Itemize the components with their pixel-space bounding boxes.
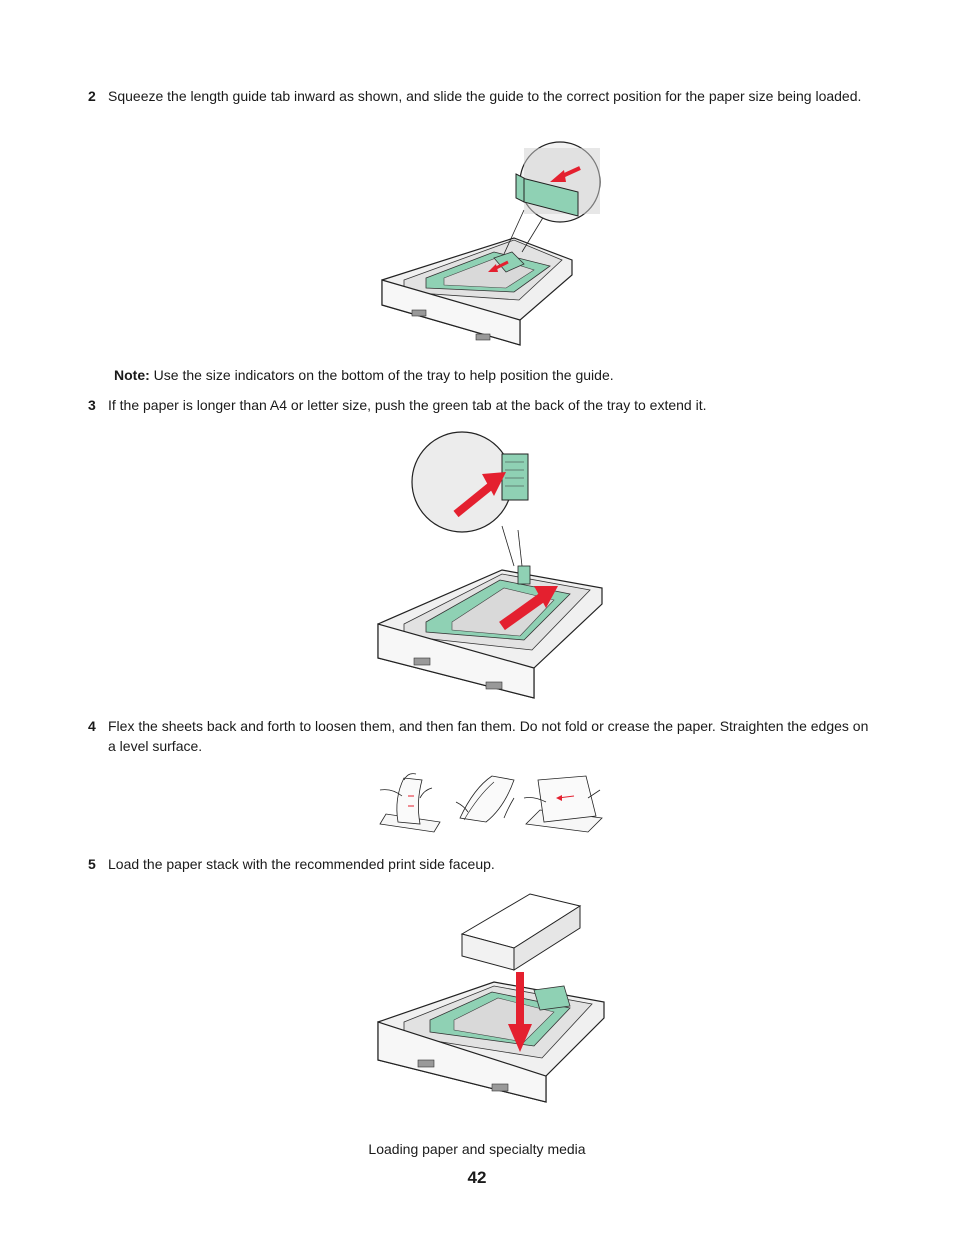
step-2: 2 Squeeze the length guide tab inward as…: [88, 86, 878, 106]
note-text: Use the size indicators on the bottom of…: [149, 367, 614, 383]
step-number: 5: [88, 856, 96, 872]
step-text: If the paper is longer than A4 or letter…: [108, 397, 707, 413]
step-3: 3 If the paper is longer than A4 or lett…: [88, 395, 878, 415]
note-label: Note:: [114, 367, 150, 383]
tray-extension-illustration: [377, 431, 603, 699]
note: Note: Use the size indicators on the bot…: [114, 365, 614, 385]
step-text: Load the paper stack with the recommende…: [108, 856, 495, 872]
step-number: 2: [88, 88, 96, 104]
step-text: Squeeze the length guide tab inward as s…: [108, 88, 862, 104]
load-paper-stack-illustration: [377, 893, 605, 1103]
step-5: 5 Load the paper stack with the recommen…: [88, 854, 878, 874]
step-text: Flex the sheets back and forth to loosen…: [108, 718, 869, 754]
step-number: 4: [88, 718, 96, 734]
flex-paper-illustration: [379, 773, 603, 833]
step-number: 3: [88, 397, 96, 413]
tray-length-guide-illustration: [381, 141, 601, 346]
footer-section-title: Loading paper and specialty media: [368, 1141, 586, 1157]
page-number: 42: [467, 1168, 487, 1187]
step-4: 4 Flex the sheets back and forth to loos…: [88, 716, 878, 756]
